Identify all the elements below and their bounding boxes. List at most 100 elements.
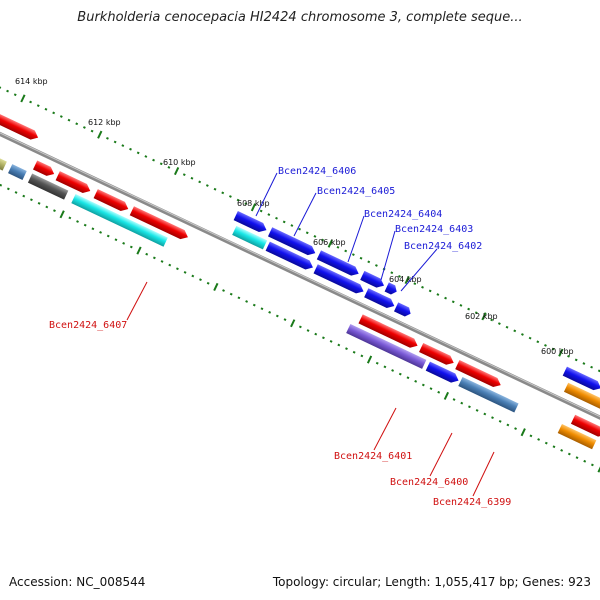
leader-line — [429, 432, 453, 477]
minor-tick — [514, 427, 517, 430]
gene-gray-left[interactable] — [27, 173, 69, 200]
minor-tick — [152, 158, 155, 162]
minor-tick — [267, 213, 271, 216]
gene-tags: Bcen2424_6406 Bcen2424_6405 Bcen2424_640… — [49, 166, 511, 508]
minor-tick — [182, 173, 186, 177]
gene-bcen2424-6404[interactable] — [313, 264, 366, 296]
gene-red-mid-c[interactable] — [455, 360, 503, 390]
major-tick — [366, 355, 373, 364]
ruler-label: 602 kbp — [465, 312, 498, 321]
minor-tick — [52, 111, 56, 115]
minor-tick — [106, 136, 109, 140]
ruler-label: 608 kbp — [237, 199, 270, 208]
gene-blue-outer-3[interactable] — [316, 250, 361, 278]
minor-tick — [67, 118, 71, 122]
minor-tick — [505, 325, 509, 329]
gene-red-left-d[interactable] — [129, 206, 190, 242]
minor-tick — [560, 449, 564, 452]
gene-red-left-b[interactable] — [55, 171, 93, 195]
minor-tick — [375, 361, 379, 365]
minor-tick — [374, 264, 378, 267]
minor-tick — [536, 340, 540, 344]
gene-blue-right[interactable] — [562, 366, 600, 393]
minor-tick — [221, 191, 225, 195]
minor-tick — [144, 155, 148, 158]
minor-tick — [59, 115, 63, 118]
minor-tick — [498, 419, 502, 423]
accession-text: Accession: NC_008544 — [9, 575, 146, 589]
major-tick — [174, 166, 180, 176]
minor-tick — [259, 209, 263, 213]
minor-tick — [406, 376, 410, 380]
major-tick — [404, 275, 410, 285]
minor-tick — [6, 187, 10, 191]
gene-steel-left[interactable] — [8, 164, 27, 181]
minor-tick — [468, 405, 471, 409]
gene-bcen2424-6401[interactable] — [346, 323, 427, 369]
minor-tick — [460, 401, 464, 405]
minor-tick — [528, 336, 532, 340]
gene-red-right[interactable] — [570, 414, 600, 439]
minor-tick — [414, 379, 418, 383]
minor-tick — [14, 191, 18, 194]
minor-tick — [29, 100, 33, 104]
minor-tick — [90, 129, 94, 133]
minor-tick — [497, 322, 501, 325]
gene-bcen2424-6402[interactable] — [393, 302, 413, 318]
minor-tick — [99, 231, 103, 234]
minor-tick — [590, 463, 594, 467]
minor-tick — [136, 151, 140, 155]
gene-tag-6405[interactable]: Bcen2424_6405 — [317, 186, 395, 197]
gene-tag-6402[interactable]: Bcen2424_6402 — [404, 241, 482, 252]
gene-blue-outer-4[interactable] — [360, 270, 386, 290]
gene-bcen2424-6400[interactable] — [425, 361, 461, 386]
gene-tag-6404[interactable]: Bcen2424_6404 — [364, 209, 442, 220]
gene-red-mid-b[interactable] — [419, 342, 456, 367]
minor-tick — [229, 292, 233, 296]
minor-tick — [383, 365, 387, 369]
gene-olive-left[interactable] — [0, 145, 7, 171]
gene-tag-6399[interactable]: Bcen2424_6399 — [433, 497, 511, 508]
minor-tick — [199, 278, 202, 282]
ruler-label: 600 kbp — [541, 347, 574, 356]
minor-tick — [321, 238, 325, 242]
gene-blue-outer-5[interactable] — [384, 282, 399, 296]
minor-tick — [529, 434, 533, 438]
gene-tag-6407[interactable]: Bcen2424_6407 — [49, 320, 127, 331]
gene-bcen2424-6407[interactable] — [71, 194, 168, 247]
gene-tag-6403[interactable]: Bcen2424_6403 — [395, 224, 473, 235]
minor-tick — [544, 344, 547, 347]
gene-tag-6406[interactable]: Bcen2424_6406 — [278, 166, 356, 177]
gene-bcen2424-6399[interactable] — [458, 376, 519, 413]
gene-red-mid-a[interactable] — [358, 314, 419, 350]
backbone-highlight — [0, 115, 600, 442]
minor-tick — [475, 409, 479, 412]
gene-red-left-c[interactable] — [93, 189, 131, 213]
minor-tick — [575, 456, 579, 460]
gene-bcen2424-6406[interactable] — [232, 225, 268, 250]
minor-tick — [122, 241, 126, 245]
minor-tick — [590, 365, 594, 369]
minor-tick — [322, 336, 325, 340]
gene-right-orange[interactable] — [563, 382, 600, 409]
minor-tick — [314, 332, 318, 336]
gene-blue-outer-2[interactable] — [267, 227, 317, 257]
minor-tick — [552, 445, 556, 449]
minor-tick — [359, 256, 363, 260]
minor-tick — [129, 245, 133, 249]
gene-left-red-upper[interactable] — [0, 113, 40, 142]
minor-tick — [30, 198, 33, 202]
gene-bcen2424-6405[interactable] — [265, 241, 315, 272]
minor-tick — [198, 180, 202, 184]
minor-tick — [329, 340, 333, 343]
gene-tag-6400[interactable]: Bcen2424_6400 — [390, 477, 468, 488]
gene-tag-6401[interactable]: Bcen2424_6401 — [334, 451, 412, 462]
minor-tick — [298, 325, 302, 329]
gene-blue-outer-1[interactable] — [233, 211, 269, 235]
minor-tick — [167, 166, 171, 169]
gene-red-left-a[interactable] — [32, 160, 56, 178]
major-tick — [20, 94, 26, 103]
gene-orange-right-lower[interactable] — [557, 423, 597, 450]
gene-bcen2424-6403[interactable] — [364, 288, 396, 310]
minor-tick — [506, 423, 510, 427]
